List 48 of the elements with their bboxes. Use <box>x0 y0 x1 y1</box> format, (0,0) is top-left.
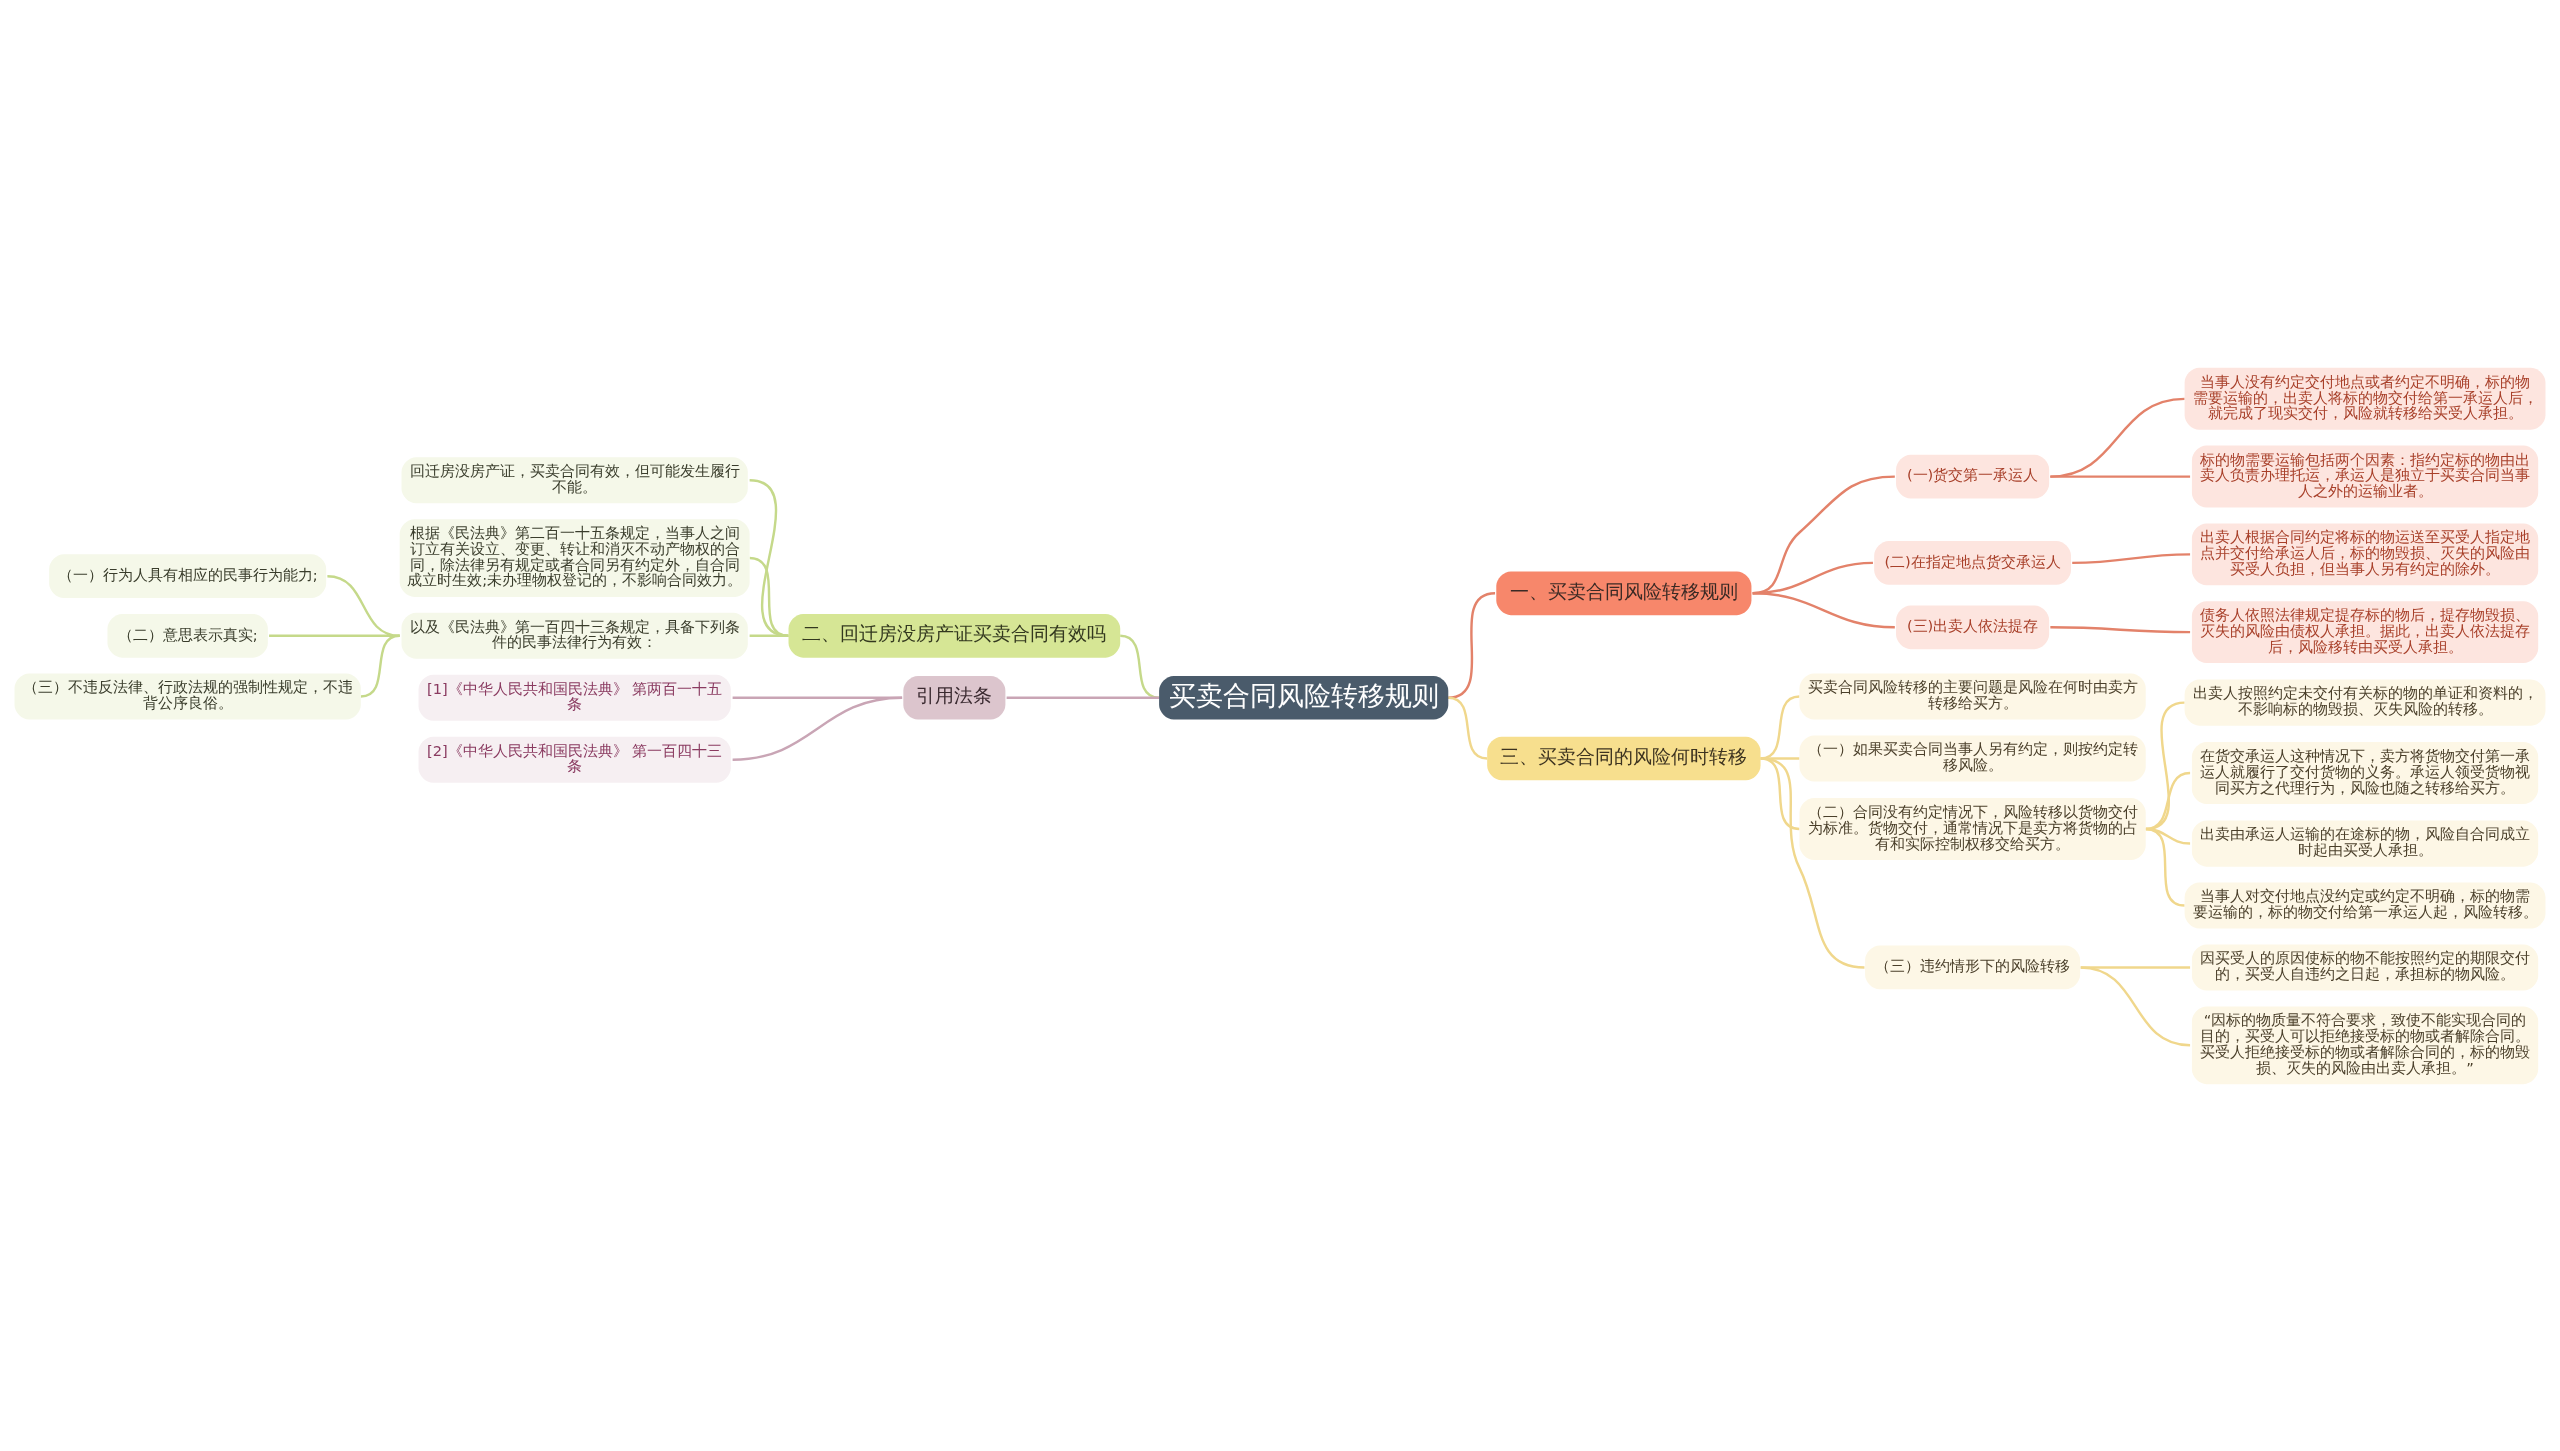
connector <box>749 478 789 637</box>
connector <box>1752 591 1895 628</box>
connector <box>1006 696 1160 699</box>
connector <box>732 696 903 761</box>
node-box: 出卖由承运人运输的在途标的物，风险自合同成立时起由买受人承担。 <box>2191 819 2539 867</box>
connector <box>360 634 400 698</box>
node-box: 买卖合同风险转移的主要问题是风险在何时由卖方转移给买方。 <box>1799 672 2146 720</box>
connector <box>749 556 789 637</box>
node-box: 三、买卖合同的风险何时转移 <box>1487 736 1761 780</box>
node-box: 买卖合同风险转移规则 <box>1159 675 1449 720</box>
node-box: 当事人没有约定交付地点或者约定不明确，标的物需要运输的，出卖人将标的物交付给第一承运人后，就完成了现实交付，风险就转移给买受人承担。 <box>2184 367 2546 430</box>
node-box: 引用法条 <box>903 675 1006 720</box>
connector <box>749 634 789 637</box>
node-box: 当事人对交付地点没约定或约定不明确，标的物需要运输的，标的物交付给第一承运人起，风险转移。 <box>2184 881 2546 929</box>
node-box: 二、回迁房没房产证买卖合同有效吗 <box>788 613 1121 658</box>
node-box: 标的物需要运输包括两个因素：指约定标的物由出卖人负责办理托运，承运人是独立于买卖合同当事人之外的运输业者。 <box>2191 445 2539 508</box>
node-box: 在货交承运人这种情况下，卖方将货物交付第一承运人就履行了交付货物的义务。承运人领受货物视同买方之代理行为，风险也随之转移给买方。 <box>2191 741 2539 804</box>
node-box: （三）不违反法律、行政法规的强制性规定，不违背公序良俗。 <box>14 672 361 720</box>
node-box: （二）合同没有约定情况下，风险转移以货物交付为标准。货物交付，通常情况下是卖方将货物的占有和实际控制权移交给买方。 <box>1799 797 2146 860</box>
node-box: 回迁房没房产证，买卖合同有效，但可能发生履行不能。 <box>401 456 748 503</box>
connector <box>2072 552 2191 564</box>
node-box: 债务人依照法律规定提存标的物后，提存物毁损、灭失的风险由债权人承担。据此，出卖人依法提存后，风险移转由买受人承担。 <box>2191 600 2539 663</box>
node-box: 以及《民法典》第一百四十三条规定，具备下列条件的民事法律行为有效： <box>401 612 748 659</box>
node-box: [2]《中华人民共和国民法典》 第一百四十三条 <box>418 736 731 783</box>
node-box: (一)货交第一承运人 <box>1896 454 2050 498</box>
connector <box>2050 625 2191 633</box>
node-box: 出卖人根据合同约定将标的物运送至买受人指定地点并交付给承运人后，标的物毁损、灭失的风险由买受人负担，但当事人另有约定的除外。 <box>2191 522 2539 585</box>
node-box: （三）违约情形下的风险转移 <box>1865 945 2081 989</box>
connector <box>1448 696 1488 760</box>
connector <box>2145 827 2185 907</box>
node-box: (三)出卖人依法提存 <box>1896 604 2050 649</box>
node-box: 根据《民法典》第二百一十五条规定，当事人之间订立有关设立、变更、转让和消灭不动产物权的合同，除法律另有规定或者合同另有约定外，自合同成立时生效;未办理物权登记的，不影响合同效力。 <box>399 518 750 597</box>
node-box: [1]《中华人民共和国民法典》 第两百一十五条 <box>418 674 731 721</box>
connector <box>1448 591 1496 699</box>
node-box: 出卖人按照约定未交付有关标的物的单证和资料的，不影响标的物毁损、灭失风险的转移。 <box>2184 679 2546 726</box>
node-box: （一）行为人具有相应的民事行为能力; <box>49 553 327 598</box>
connector <box>2080 965 2191 1046</box>
node-box: 一、买卖合同风险转移规则 <box>1496 570 1752 615</box>
connector <box>2050 474 2191 478</box>
node-box: 因买受人的原因使标的物不能按照约定的期限交付的，买受人自违约之日起，承担标的物风险。 <box>2191 943 2539 991</box>
connector <box>1760 756 1865 969</box>
connector <box>2145 771 2191 830</box>
node-box: （二）意思表示真实; <box>107 613 268 658</box>
connector <box>327 574 400 637</box>
node-box: （一）如果买卖合同当事人另有约定，则按约定转移风险。 <box>1799 734 2146 782</box>
node-box: (二)在指定地点货交承运人 <box>1874 540 2071 585</box>
connector <box>1120 634 1160 699</box>
node-box: “因标的物质量不符合要求，致使不能实现合同的目的，买受人可以拒绝接受标的物或者解除合同。买受人拒绝接受标的物或者解除合同的，标的物毁损、灭失的风险由出卖人承担。” <box>2191 1005 2539 1084</box>
